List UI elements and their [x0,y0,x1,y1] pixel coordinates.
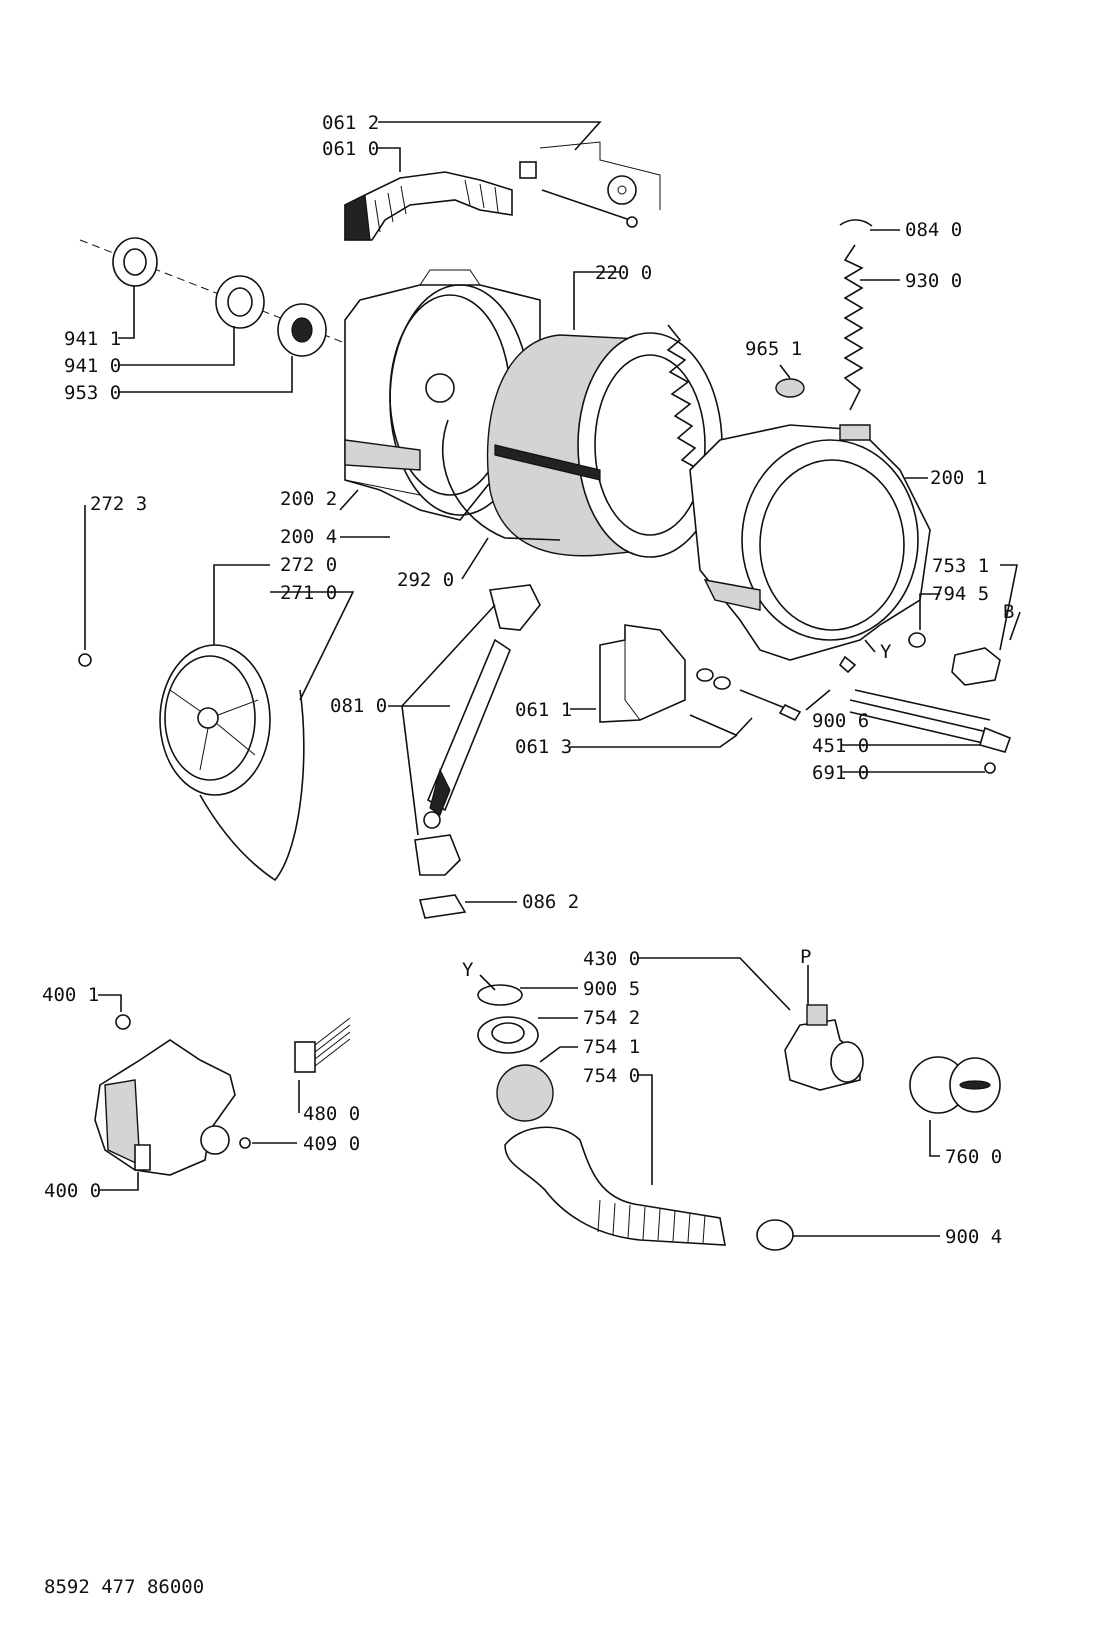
label-061-0: 061 0 [322,138,379,160]
label-409-0: 409 0 [303,1133,360,1155]
label-P: P [800,946,811,968]
leader-lines [84,121,1021,1237]
label-930-0: 930 0 [905,270,962,292]
label-200-1: 200 1 [930,467,987,489]
label-400-0: 400 0 [44,1180,101,1202]
front-tub-drawing [689,378,931,661]
part-labels: 061 2 061 0 084 0 930 0 220 0 965 1 941 … [42,112,1014,1598]
label-760-0: 760 0 [945,1146,1002,1168]
label-084-0: 084 0 [905,219,962,241]
shock-absorber-drawing [414,584,541,919]
label-Y-lower: Y [462,959,474,981]
label-272-0: 272 0 [280,554,337,576]
weight-bracket-drawing [599,624,802,723]
label-400-1: 400 1 [42,984,99,1006]
label-271-0: 271 0 [280,582,337,604]
label-754-2: 754 2 [583,1007,640,1029]
label-900-4: 900 4 [945,1226,1002,1248]
label-292-0: 292 0 [397,569,454,591]
bearings-drawing [79,237,351,357]
label-081-0: 081 0 [330,695,387,717]
label-451-0: 451 0 [812,735,869,757]
label-754-0: 754 0 [583,1065,640,1087]
counterweight-drawing [344,171,513,241]
label-900-5: 900 5 [583,978,640,1000]
label-272-3: 272 3 [90,493,147,515]
label-941-0: 941 0 [64,355,121,377]
pulley-belt-drawing [78,644,305,882]
drum-drawing [486,332,723,558]
label-430-0: 430 0 [583,948,640,970]
label-061-2: 061 2 [322,112,379,134]
ring-drawing [442,419,561,541]
label-753-1: 753 1 [932,555,989,577]
connector-drawing [294,1017,351,1073]
label-200-2: 200 2 [280,488,337,510]
label-754-1: 754 1 [583,1036,640,1058]
label-941-1: 941 1 [64,328,121,350]
label-965-1: 965 1 [745,338,802,360]
motor-drawing [94,1014,251,1176]
heater-drawing [838,632,1012,774]
label-900-6: 900 6 [812,710,869,732]
bracket-bolt-drawing [519,141,661,228]
label-B: B [1003,601,1014,623]
drain-hose-drawing [477,984,794,1251]
label-086-2: 086 2 [522,891,579,913]
footer-part-number: 8592 477 86000 [44,1576,204,1598]
label-200-4: 200 4 [280,526,337,548]
label-794-5: 794 5 [932,583,989,605]
label-480-0: 480 0 [303,1103,360,1125]
label-220-0: 220 0 [595,262,652,284]
label-691-0: 691 0 [812,762,869,784]
label-061-3: 061 3 [515,736,572,758]
springs-drawing [666,219,873,495]
label-Y-upper: Y [880,641,892,663]
label-953-0: 953 0 [64,382,121,404]
pump-filter-drawing [784,1004,1001,1114]
label-061-1: 061 1 [515,699,572,721]
